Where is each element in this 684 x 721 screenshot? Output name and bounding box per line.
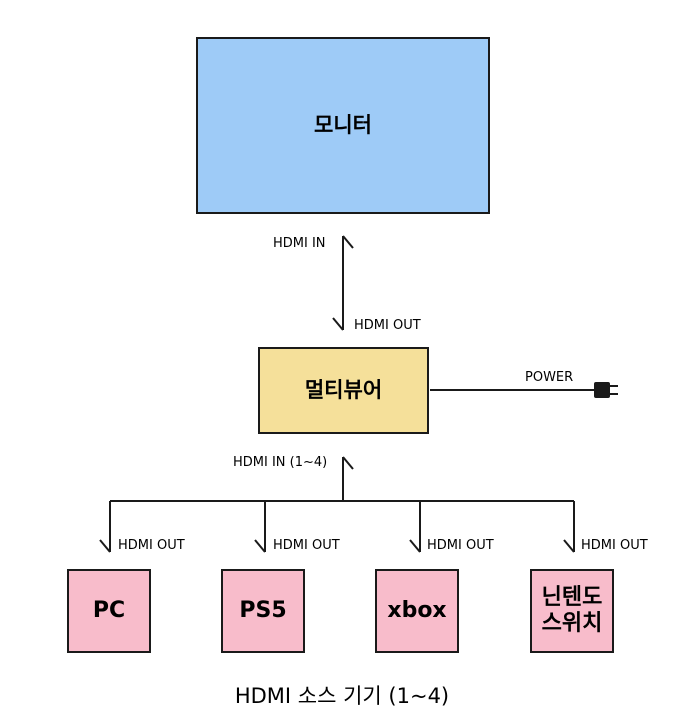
- multiviewer-label: 멀티뷰어: [304, 378, 383, 403]
- source-box-xbox: xbox: [375, 569, 459, 653]
- source-box-ps5: PS5: [221, 569, 305, 653]
- monitor-box: 모니터: [196, 37, 490, 214]
- monitor-label: 모니터: [314, 113, 372, 138]
- multiviewer-hdmi-in-label: HDMI IN (1~4): [233, 455, 328, 470]
- source-label: xbox: [387, 597, 447, 623]
- source-hdmi-out-label: HDMI OUT: [427, 538, 494, 553]
- multiviewer-box: 멀티뷰어: [258, 347, 429, 434]
- source-label: PC: [92, 597, 126, 623]
- multiviewer-hdmi-out-label: HDMI OUT: [354, 318, 421, 333]
- source-label: PS5: [239, 597, 287, 623]
- source-box-nintendo-switch: 닌텐도 스위치: [530, 569, 614, 653]
- source-hdmi-out-label: HDMI OUT: [581, 538, 648, 553]
- power-label: POWER: [525, 370, 574, 385]
- source-label: 닌텐도 스위치: [541, 584, 603, 636]
- source-box-pc: PC: [67, 569, 151, 653]
- power-cable: [430, 382, 618, 398]
- hdmi-link-monitor: [332, 235, 354, 331]
- source-hdmi-out-label: HDMI OUT: [273, 538, 340, 553]
- diagram-caption: HDMI 소스 기기 (1~4): [234, 684, 450, 708]
- monitor-hdmi-in-label: HDMI IN: [273, 236, 326, 251]
- hdmi-link-sources: [99, 456, 575, 553]
- source-hdmi-out-label: HDMI OUT: [118, 538, 185, 553]
